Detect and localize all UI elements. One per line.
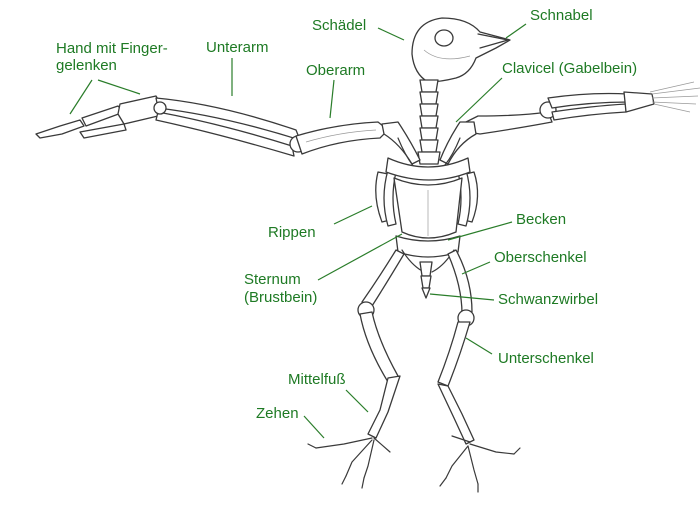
- label-schwanzwirbel: Schwanzwirbel: [498, 291, 599, 308]
- leader-becken: [447, 221, 513, 241]
- skull: [411, 17, 511, 83]
- right-toes: [439, 435, 521, 493]
- label-oberarm: Oberarm: [306, 62, 366, 79]
- leader-zehen: [303, 415, 325, 439]
- left-toes: [307, 437, 391, 489]
- left-humerus: [295, 121, 389, 155]
- label-rippen: Rippen: [268, 224, 316, 241]
- left-wrist-joint: [153, 101, 167, 115]
- ribcage: [375, 157, 479, 239]
- shoulder-girdle: [381, 121, 477, 179]
- leader-unterschenkel: [465, 337, 493, 355]
- left-wing: [35, 95, 389, 157]
- tail-vertebra: [419, 261, 433, 277]
- right-wing-feather-strokes: [649, 81, 700, 113]
- leader-hand: [69, 79, 93, 115]
- leader-schaedel: [377, 27, 405, 41]
- right-tibiotarsus: [437, 321, 471, 387]
- label-unterarm: Unterarm: [206, 39, 269, 56]
- label-schnabel: Schnabel: [530, 7, 593, 24]
- left-finger-bone: [79, 123, 127, 139]
- label-unterschenkel: Unterschenkel: [498, 350, 594, 367]
- label-zehen: Zehen: [256, 405, 299, 422]
- pelvis: [395, 235, 461, 299]
- leader-rippen: [333, 205, 373, 225]
- leader-sternum: [317, 233, 403, 281]
- beak: [477, 33, 509, 49]
- right-hand-bone: [623, 91, 655, 113]
- leader-schnabel: [505, 23, 527, 39]
- leader-schwanzwirbel: [429, 293, 495, 301]
- left-ulna: [155, 111, 295, 157]
- leader-oberarm: [329, 79, 335, 119]
- label-clavicel: Clavicel (Gabelbein): [502, 60, 638, 77]
- pelvis-bone: [395, 235, 461, 258]
- leader-hand: [97, 79, 141, 95]
- label-hand-line2: gelenken: [56, 57, 117, 74]
- right-femur: [447, 249, 473, 315]
- label-becken: Becken: [516, 211, 567, 228]
- right-humerus: [465, 111, 553, 135]
- label-mittelfuss: Mittelfuß: [288, 371, 346, 388]
- leader-oberschenkel: [461, 261, 491, 275]
- left-femur: [361, 249, 405, 307]
- upper-ribs: [385, 157, 471, 181]
- tail-vertebra: [420, 275, 432, 289]
- right-leg: [437, 249, 521, 493]
- leader-lines: [69, 23, 527, 439]
- left-tibiotarsus: [359, 311, 399, 383]
- eye-socket: [434, 29, 454, 47]
- left-finger-bone: [81, 105, 125, 127]
- left-coracoid: [381, 121, 421, 165]
- head-neck: [411, 17, 511, 165]
- pygostyle: [421, 287, 431, 299]
- label-oberschenkel: Oberschenkel: [494, 249, 587, 266]
- right-tarsometatarsus: [437, 383, 475, 445]
- left-leg: [307, 249, 405, 489]
- label-sternum-line1: Sternum: [244, 271, 301, 288]
- right-wing: [465, 81, 700, 135]
- left-finger-bone: [35, 119, 85, 139]
- leader-clavicel: [455, 77, 503, 123]
- neck-vertebrae: [417, 79, 441, 165]
- label-hand-line1: Hand mit Finger-: [56, 40, 168, 57]
- leader-mittelfuss: [345, 389, 369, 413]
- left-tarsometatarsus: [367, 375, 401, 439]
- label-sternum-line2: (Brustbein): [244, 289, 318, 306]
- label-schaedel: Schädel: [312, 17, 367, 34]
